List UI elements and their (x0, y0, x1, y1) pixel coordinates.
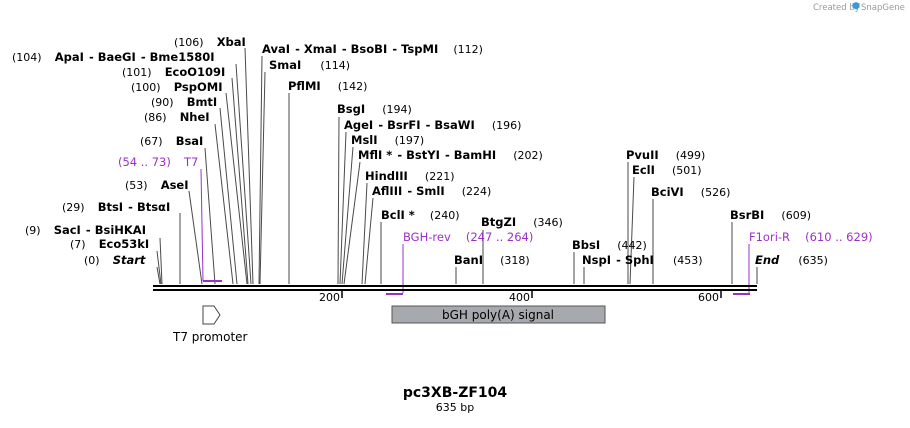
primer-leaders (200, 168, 750, 293)
leader-primer-t7 (200, 168, 204, 282)
site-label-nspi[interactable]: NspI - SphI (453) (582, 249, 703, 268)
site-label-ecoo109i[interactable]: (101) EcoO109I (122, 61, 225, 80)
leader-ecli (629, 176, 635, 285)
leader-smai (259, 71, 266, 285)
feature-label-bgh-polya: bGH poly(A) signal (442, 308, 554, 322)
promoter-arrow-icon (202, 305, 221, 325)
site-label-btsi[interactable]: (29) BtsI - BtsαI (62, 196, 170, 215)
site-label-bsrbi[interactable]: BsrBI (609) (730, 204, 811, 223)
site-label-bbsi[interactable]: BbsI (442) (572, 234, 647, 253)
site-label-nhei[interactable]: (86) NheI (144, 106, 210, 125)
site-label-pspomi[interactable]: (100) PspOMI (131, 76, 223, 95)
leader-msli (341, 146, 354, 285)
primer-label-t7[interactable]: (54 .. 73) T7 (118, 151, 198, 170)
site-label-bsgi[interactable]: BsgI (194) (337, 98, 412, 117)
sequence-backbone (153, 285, 757, 291)
site-label-afliii[interactable]: AflIII - SmlI (224) (372, 180, 491, 199)
polya-signal-box (391, 305, 606, 324)
leader-asei (188, 190, 203, 285)
leader-eco53ki (156, 250, 162, 285)
leader-saci (159, 237, 163, 285)
leader-bsai (204, 147, 216, 285)
leader-afliii (364, 197, 374, 285)
site-label-ecli[interactable]: EclI (501) (632, 159, 702, 178)
site-label-hindiii[interactable]: HindIII (221) (365, 165, 455, 184)
leader-mfli (343, 161, 361, 285)
tick-marks (341, 290, 722, 298)
feature-bgh-polya[interactable]: bGH poly(A) signal (391, 305, 606, 324)
site-label-saci[interactable]: (9) SacI - BsiHKAI (25, 219, 146, 238)
site-label-agei[interactable]: AgeI - BsrFI - BsaWI (196) (344, 114, 521, 133)
site-label-asei[interactable]: (53) AseI (125, 174, 189, 193)
site-label-start[interactable]: (0) Start (84, 249, 146, 268)
tick-label-400: 400 (509, 291, 530, 304)
site-label-bsai[interactable]: (67) BsaI (140, 130, 203, 149)
site-label-pflmi[interactable]: PflMI (142) (288, 75, 367, 94)
leader-nhei (214, 123, 234, 285)
snapgene-logo-icon (852, 2, 860, 10)
site-label-pvuii[interactable]: PvuII (499) (626, 144, 705, 163)
site-label-smai[interactable]: SmaI (114) (269, 54, 350, 73)
site-label-bani[interactable]: BanI (318) (454, 249, 530, 268)
tick-label-200: 200 (319, 291, 340, 304)
map-length: 635 bp (436, 401, 474, 414)
site-label-bcivi[interactable]: BciVI (526) (651, 181, 730, 200)
leader-hindiii (361, 182, 368, 285)
site-label-end[interactable]: End (635) (755, 249, 828, 268)
leader-agei (339, 131, 347, 285)
site-label-btgzi[interactable]: BtgZI (346) (481, 211, 563, 230)
site-labels: (0) Start (7) Eco53kI (9) SacI - BsiHKAI… (12, 31, 828, 268)
site-label-avai[interactable]: AvaI - XmaI - BsoBI - TspMI (112) (262, 38, 483, 57)
site-label-mfli[interactable]: MflI * - BstYI - BamHI (202) (358, 144, 543, 163)
leader-lines (156, 47, 758, 285)
leader-start (156, 266, 161, 285)
site-label-eco53ki[interactable]: (7) Eco53kI (70, 233, 149, 252)
feature-label-t7-promoter: T7 promoter (172, 330, 248, 344)
primer-marks (203, 280, 750, 295)
leader-bsgi (337, 116, 340, 285)
leader-bmti (219, 107, 238, 285)
feature-t7-promoter[interactable]: T7 promoter (172, 305, 248, 344)
leader-pspomi (225, 92, 248, 285)
leader-apai (235, 63, 252, 285)
primer-label-f1ori-r[interactable]: F1ori-R (610 .. 629) (749, 226, 873, 245)
site-label-msli[interactable]: MslI (197) (351, 129, 424, 148)
site-label-apai[interactable]: (104) ApaI - BaeGI - Bme1580I (12, 46, 215, 65)
credit-brand: SnapGene (861, 3, 905, 13)
site-label-bcli[interactable]: BclI * (240) (381, 204, 460, 223)
site-label-bmti[interactable]: (90) BmtI (151, 91, 217, 110)
primer-label-bgh-rev[interactable]: BGH-rev (247 .. 264) (403, 226, 533, 245)
tick-label-600: 600 (698, 291, 719, 304)
leader-avai (258, 55, 263, 285)
site-label-xbai[interactable]: (106) XbaI (174, 31, 246, 50)
map-title: pc3XB-ZF104 (403, 385, 508, 401)
credit-prefix: Created by (813, 3, 860, 13)
leader-ecoo109i (231, 77, 249, 285)
primer-labels: (54 .. 73) T7 BGH-rev (247 .. 264) F1ori… (118, 151, 873, 245)
leader-xbai (244, 47, 254, 285)
